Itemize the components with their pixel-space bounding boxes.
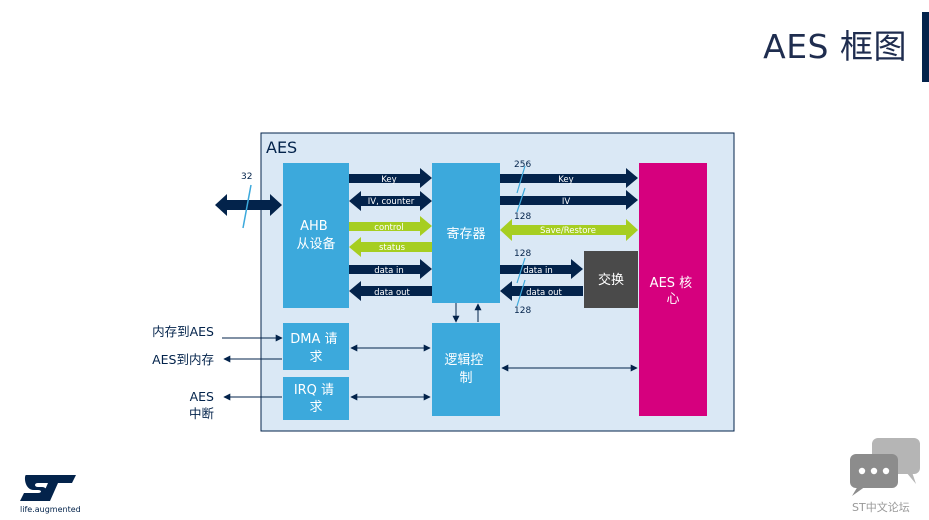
data-in-arrow: data in — [349, 259, 432, 279]
key-arrow: Key — [349, 168, 432, 188]
iv-width-slash — [516, 187, 526, 213]
iv-counter-arrow: IV, counter — [349, 191, 432, 211]
status-arrow: status — [349, 237, 432, 257]
data-out-width-slash — [516, 279, 526, 307]
logic-control-label: 逻辑控 制 — [444, 353, 487, 386]
mem-to-aes-label: 内存到AES — [152, 324, 214, 339]
dma-request-block — [283, 323, 349, 370]
svg-text:Key: Key — [558, 175, 573, 185]
svg-text:data out: data out — [374, 288, 410, 298]
title-accent-bar — [922, 12, 929, 82]
iv-width: 128 — [514, 212, 531, 222]
ahb-bus-arrow — [215, 194, 282, 216]
data-out-arrow: data out — [349, 281, 432, 301]
st-tagline: life.augmented — [20, 505, 81, 514]
irq-request-label: IRQ 请 求 — [294, 383, 338, 415]
page-title: AES 框图 — [763, 27, 907, 66]
svg-text:IV: IV — [562, 197, 571, 207]
key-width-slash — [516, 165, 526, 194]
save-width: 128 — [514, 249, 531, 259]
st-logo — [20, 475, 76, 501]
data-out-width: 128 — [514, 306, 531, 316]
svg-text:control: control — [374, 223, 403, 233]
dma-request-label: DMA 请 求 — [290, 332, 341, 365]
svg-text:Save/Restore: Save/Restore — [540, 226, 596, 236]
forum-label: ST中文论坛 — [852, 501, 910, 514]
logic-control-block — [432, 323, 500, 416]
control-arrow: control — [349, 216, 432, 236]
irq-out-label-line2: 中断 — [189, 406, 214, 421]
swap-label: 交换 — [598, 272, 624, 288]
svg-text:Key: Key — [381, 175, 396, 185]
irq-request-block — [283, 377, 349, 420]
svg-text:status: status — [379, 243, 406, 253]
svg-text:IV, counter: IV, counter — [368, 197, 415, 207]
chat-bubble-icon — [850, 438, 920, 496]
svg-text:data in: data in — [374, 266, 404, 276]
iv-core-arrow: IV — [500, 190, 638, 210]
data-out-core-arrow: data out — [500, 281, 583, 301]
svg-text:data out: data out — [526, 288, 562, 298]
ahb-slave-label: AHB 从设备 — [296, 219, 335, 252]
irq-out-label-line1: AES — [190, 389, 214, 404]
save-width-slash — [516, 257, 526, 284]
key-core-arrow: Key — [500, 168, 638, 188]
register-label: 寄存器 — [446, 226, 485, 242]
svg-text:data in: data in — [523, 266, 553, 276]
aes-core-block — [639, 163, 707, 416]
save-restore-arrow: Save/Restore — [500, 219, 638, 241]
register-block — [432, 163, 500, 303]
aes-to-mem-label: AES到内存 — [152, 352, 214, 367]
aes-core-label: AES 核 心 — [650, 276, 697, 307]
swap-block — [584, 251, 638, 308]
key-width: 256 — [514, 160, 531, 170]
data-in-core-arrow: data in — [500, 259, 583, 279]
ahb-bus-width: 32 — [241, 172, 252, 182]
ahb-bus-width-slash — [242, 184, 252, 229]
ahb-slave-block — [283, 163, 349, 308]
aes-outer-label: AES — [266, 138, 297, 157]
